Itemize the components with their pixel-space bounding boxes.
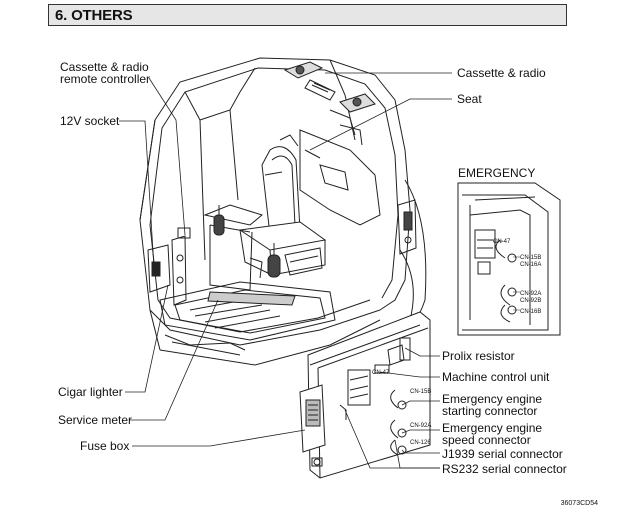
connector-tag: CN-16B [520, 309, 542, 315]
right-console [299, 109, 381, 226]
label-cigar-lighter: Cigar lighter [58, 385, 123, 399]
label-cassette-remote: remote controller [60, 72, 151, 86]
label-12v-socket: 12V socket [60, 114, 120, 128]
connector-tag: CN-16A [520, 262, 542, 268]
figure-code: 36073CD54 [560, 500, 598, 507]
seat [238, 134, 327, 279]
control-levers [203, 204, 323, 291]
label-fuse-box: Fuse box [80, 439, 130, 453]
leader-lines [119, 72, 452, 469]
connector-tag: CN-92B [520, 298, 542, 304]
rear-wall-panel [397, 199, 417, 255]
section-header: 6. OTHERS [48, 4, 567, 26]
connector-tag: CN-15B [410, 389, 432, 395]
connector-tag: CN-92A [520, 291, 542, 297]
cassette-radio-unit [283, 61, 376, 113]
connector-tag: CN-15B [520, 255, 542, 261]
label-service-meter: Service meter [58, 413, 133, 427]
left-side-panel [147, 227, 191, 306]
label-seat: Seat [457, 92, 482, 106]
fuse-box-panel [299, 311, 431, 479]
connector-tag: CN-47 [372, 370, 390, 376]
connector-tag: CN-47 [493, 239, 511, 245]
label-emergency-speed: speed connector [442, 433, 531, 447]
label-j1939: J1939 serial connector [442, 447, 563, 461]
label-machine-control-unit: Machine control unit [442, 370, 550, 384]
label-emergency-speed: Emergency engine [442, 421, 543, 435]
label-emergency-starting: Emergency engine [442, 392, 543, 406]
label-rs232: RS232 serial connector [442, 462, 567, 476]
connector-tag: CN-92A [410, 423, 432, 429]
label-emergency-starting: starting connector [442, 404, 538, 418]
floor-plate [159, 281, 336, 356]
connector-tag-marks [493, 240, 520, 311]
connector-tag: CN-126 [410, 440, 431, 446]
label-prolix-resistor: Prolix resistor [442, 349, 515, 363]
section-title: 6. OTHERS [55, 7, 133, 24]
label-emergency: EMERGENCY [458, 166, 536, 180]
emergency-inset [457, 182, 561, 336]
label-cassette-radio: Cassette & radio [457, 66, 546, 80]
label-cassette-remote: Cassette & radio [60, 60, 149, 74]
